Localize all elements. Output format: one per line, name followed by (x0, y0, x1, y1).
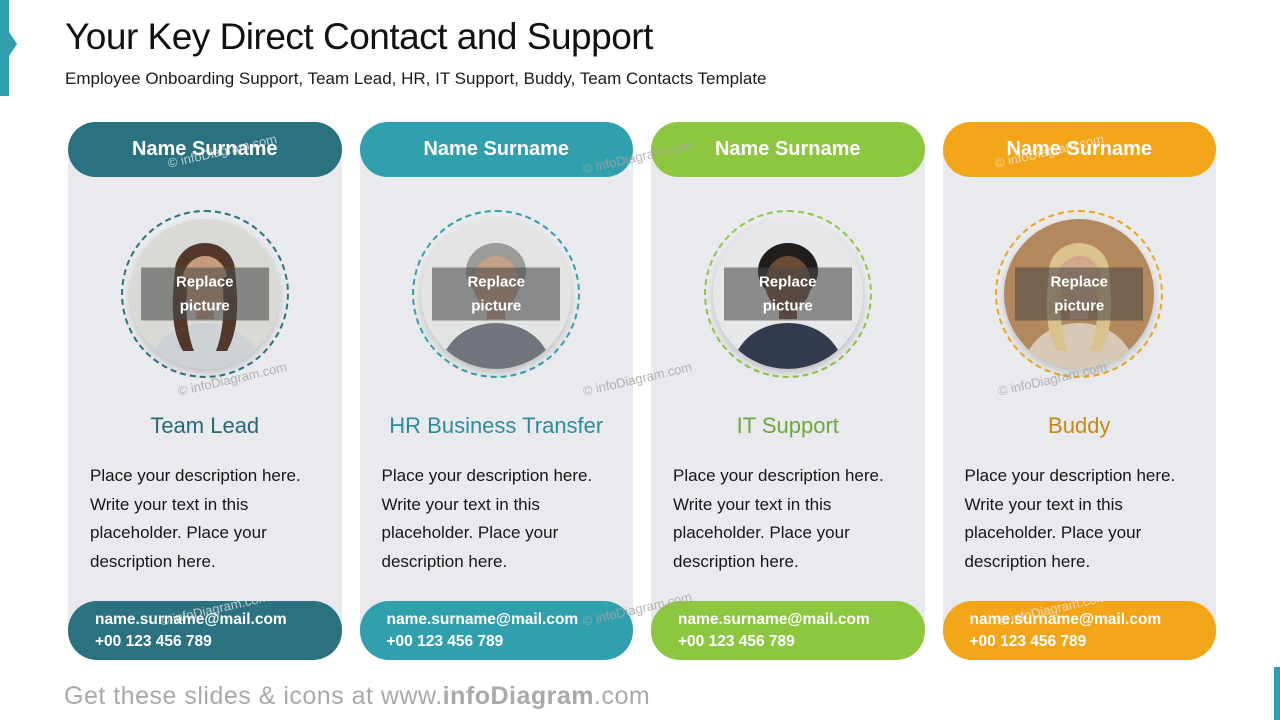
replace-picture-button[interactable]: Replace picture (723, 267, 852, 321)
contact-card-buddy: Name Surname Replace picture (942, 122, 1216, 660)
page-subtitle: Employee Onboarding Support, Team Lead, … (65, 69, 767, 88)
replace-picture-button[interactable]: Replace picture (432, 267, 561, 321)
contact-email: name.surname@mail.com (678, 611, 870, 628)
photo-dashed-ring: Replace picture (120, 210, 289, 378)
contact-footer: name.surname@mail.com +00 123 456 789 (651, 601, 925, 660)
card-name-header: Name Surname (359, 122, 633, 177)
card-name-header: Name Surname (68, 122, 342, 177)
contact-email: name.surname@mail.com (386, 611, 579, 628)
photo-dashed-ring: Replace picture (412, 210, 581, 378)
card-name-header: Name Surname (651, 122, 925, 177)
promo-footer-suffix: .com (594, 682, 651, 710)
replace-picture-button[interactable]: Replace picture (1015, 267, 1144, 321)
replace-picture-button[interactable]: Replace picture (140, 267, 269, 321)
contact-footer: name.surname@mail.com +00 123 456 789 (942, 601, 1216, 660)
bottom-right-accent-bar (1274, 667, 1280, 720)
role-title: IT Support (736, 413, 839, 438)
contact-card-hr: Name Surname Replace picture (359, 122, 633, 660)
contact-phone: +00 123 456 789 (386, 633, 504, 650)
replace-picture-label-line1: Replace (175, 273, 234, 290)
promo-footer: Get these slides & icons at www.infoDiag… (64, 682, 650, 711)
contact-photo: Replace picture (1004, 219, 1155, 369)
contact-card-it-support: Name Surname Replace picture (651, 122, 925, 660)
role-title: Buddy (1048, 413, 1111, 438)
card-name-header: Name Surname (942, 122, 1216, 177)
contact-footer: name.surname@mail.com +00 123 456 789 (359, 601, 633, 660)
page-title: Your Key Direct Contact and Support (65, 16, 653, 57)
replace-picture-label-line2: picture (179, 297, 230, 314)
photo-dashed-ring: Replace picture (703, 210, 872, 378)
photo-dashed-ring: Replace picture (995, 210, 1164, 378)
contact-phone: +00 123 456 789 (969, 633, 1087, 650)
description-placeholder: Place your description here. Write your … (90, 466, 301, 571)
replace-picture-label-line2: picture (762, 297, 813, 314)
replace-picture-label-line1: Replace (1050, 273, 1109, 290)
contact-email: name.surname@mail.com (95, 611, 287, 628)
contact-email: name.surname@mail.com (969, 611, 1162, 628)
infodiagram-link[interactable]: infoDiagram (442, 682, 595, 710)
contact-photo: Replace picture (712, 219, 863, 369)
contact-cards: Name Surname Replace picture (68, 122, 1216, 660)
contact-footer: name.surname@mail.com +00 123 456 789 (68, 601, 342, 660)
replace-picture-label-line2: picture (1054, 297, 1105, 314)
contact-phone: +00 123 456 789 (678, 633, 795, 650)
role-title: Team Lead (150, 413, 260, 438)
replace-picture-label-line1: Replace (467, 273, 526, 290)
description-placeholder: Place your description here. Write your … (673, 466, 884, 571)
contact-card-team-lead: Name Surname Replace picture (68, 122, 342, 660)
left-accent-bar (0, 0, 9, 96)
promo-footer-text: Get these slides & icons at www. (64, 682, 443, 710)
description-placeholder: Place your description here. Write your … (381, 466, 593, 571)
description-placeholder: Place your description here. Write your … (964, 466, 1176, 571)
left-accent-chevron-icon (9, 32, 17, 56)
contact-photo: Replace picture (129, 219, 280, 369)
contact-photo: Replace picture (421, 219, 572, 369)
contact-phone: +00 123 456 789 (95, 633, 212, 650)
replace-picture-label-line2: picture (471, 297, 522, 314)
replace-picture-label-line1: Replace (758, 273, 817, 290)
role-title: HR Business Transfer (389, 413, 604, 438)
